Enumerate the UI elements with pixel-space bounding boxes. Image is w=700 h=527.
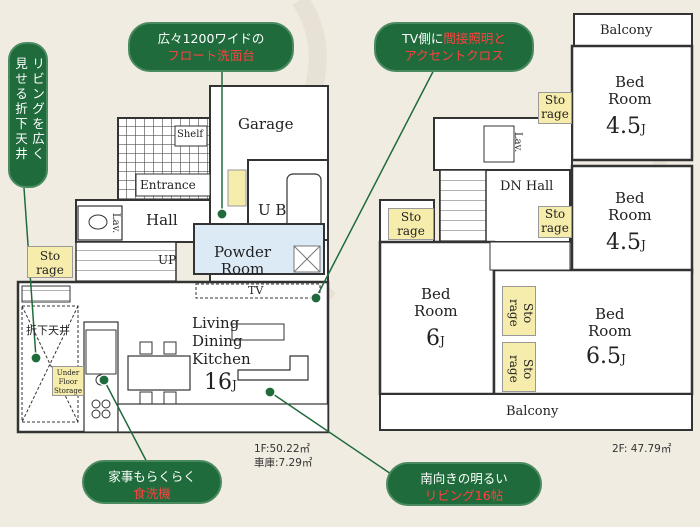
bedroom3-line2: Room bbox=[414, 302, 458, 320]
storage-2f-3-line2: rage bbox=[397, 224, 425, 238]
callout-leaders bbox=[23, 61, 439, 477]
bedroom2-line2: Room bbox=[608, 206, 652, 224]
callout-living-line1: 南向きの明るい bbox=[420, 471, 508, 486]
ldk-size: 16J bbox=[204, 370, 237, 395]
callout-dots bbox=[30, 208, 322, 398]
bedroom1-unit: J bbox=[641, 122, 646, 136]
callout-tv-line1-b: 間接照明と bbox=[443, 31, 506, 46]
powder-line1: Powder bbox=[214, 243, 272, 261]
tv-label: TV bbox=[248, 284, 264, 297]
bedroom1-line1: Bed bbox=[615, 73, 645, 91]
callout-living-line2: リビング16帖 bbox=[424, 488, 504, 503]
hall-label-1f: Hall bbox=[146, 211, 178, 229]
callout-float-sink: 広々1200ワイドの フロート洗面台 bbox=[128, 22, 294, 72]
storage-2f-2-line2: rage bbox=[541, 221, 569, 235]
up-label: UP bbox=[158, 253, 177, 267]
lav-label-1f: Lav. bbox=[110, 213, 121, 234]
bedroom4-line2: Room bbox=[588, 322, 632, 340]
storage-2f-5-line2: rage bbox=[507, 355, 521, 383]
hall-label-2f: DN Hall bbox=[500, 179, 554, 194]
storage-2f-5: Sto rage bbox=[502, 342, 536, 392]
storage-2f-1-line1: Sto bbox=[544, 93, 566, 107]
lowered-ceiling-label: 折下天井 bbox=[26, 324, 70, 337]
area-1f: 1F:50.22㎡ bbox=[254, 443, 311, 455]
bedroom1-label: Bed Room bbox=[608, 74, 652, 108]
storage-2f-3-line1: Sto bbox=[400, 210, 422, 224]
bedroom3-size-value: 6 bbox=[426, 326, 440, 351]
ldk-label: Living Dining Kitchen bbox=[192, 314, 251, 368]
bedroom4-unit: J bbox=[621, 352, 626, 366]
balcony-bottom-label: Balcony bbox=[506, 404, 559, 419]
shelf-label: Shelf bbox=[177, 129, 204, 140]
callout-sink-line1: 広々1200ワイドの bbox=[157, 31, 265, 46]
callout-tv-line2: アクセントクロス bbox=[404, 48, 504, 63]
bedroom2-line1: Bed bbox=[615, 189, 645, 207]
underfloor-line1: Under bbox=[56, 369, 80, 377]
storage-2f-5-line1: Sto bbox=[521, 358, 535, 380]
callout-tv-line1-a: TV側に bbox=[402, 31, 444, 46]
callout-tv-line1: TV側に間接照明と bbox=[390, 30, 518, 47]
ldk-line1: Living bbox=[192, 314, 240, 332]
underfloor-line2: Floor bbox=[58, 378, 78, 386]
callout-dishwasher-line2: 食洗機 bbox=[133, 486, 171, 501]
bedroom2-label: Bed Room bbox=[608, 190, 652, 224]
storage-2f-2: Sto rage bbox=[538, 206, 572, 238]
ldk-line2: Dining bbox=[192, 332, 243, 350]
bedroom3-size: 6J bbox=[426, 326, 445, 351]
storage-2f-4-line2: rage bbox=[507, 299, 521, 327]
storage-2f-2-line1: Sto bbox=[544, 207, 566, 221]
storage-2f-4-line1: Sto bbox=[521, 302, 535, 324]
bedroom4-line1: Bed bbox=[595, 305, 625, 323]
callout-lowered-ceiling: リビングを広く 見せる折下天井 bbox=[8, 42, 48, 188]
callout-tv-lighting: TV側に間接照明と アクセントクロス bbox=[374, 22, 534, 72]
storage-2f-1-line2: rage bbox=[541, 107, 569, 121]
callout-ceiling-col2-text: 見せる bbox=[15, 56, 28, 101]
storage-2f-3: Sto rage bbox=[388, 208, 434, 240]
garage-label: Garage bbox=[238, 115, 294, 133]
callout-dishwasher: 家事もらくらく 食洗機 bbox=[82, 460, 222, 504]
entrance-label: Entrance bbox=[140, 178, 196, 192]
bedroom3-unit: J bbox=[440, 334, 445, 348]
callout-ceiling-col2: 見せる折下天井 bbox=[14, 56, 29, 161]
bedroom1-size: 4.5J bbox=[606, 114, 646, 139]
powder-line2: Room bbox=[220, 260, 265, 278]
bedroom4-label: Bed Room bbox=[588, 306, 632, 340]
bedroom3-label: Bed Room bbox=[414, 286, 458, 320]
storage-1f-line1: Sto bbox=[39, 249, 61, 263]
storage-1f: Sto rage bbox=[27, 246, 73, 278]
balcony-top-label: Balcony bbox=[600, 23, 653, 38]
bedroom3-line1: Bed bbox=[421, 285, 451, 303]
storage-1f-line2: rage bbox=[36, 263, 64, 277]
ldk-size-value: 16 bbox=[204, 370, 232, 395]
bedroom1-line2: Room bbox=[608, 90, 652, 108]
bedroom4-size: 6.5J bbox=[586, 344, 626, 369]
ub-label: U B bbox=[258, 201, 287, 219]
callout-ceiling-col1: リビングを広く bbox=[32, 56, 45, 161]
underfloor-storage: Under Floor Storage bbox=[52, 366, 84, 396]
powder-room-label: Powder Room bbox=[214, 244, 271, 278]
bedroom2-size: 4.5J bbox=[606, 230, 646, 255]
underfloor-line3: Storage bbox=[54, 387, 82, 395]
ldk-line3: Kitchen bbox=[192, 350, 251, 368]
storage-2f-4: Sto rage bbox=[502, 286, 536, 336]
bedroom1-size-value: 4.5 bbox=[606, 114, 641, 139]
area-2f: 2F: 47.79㎡ bbox=[612, 443, 672, 455]
callout-dishwasher-line1: 家事もらくらく bbox=[108, 469, 196, 484]
callout-ceiling-col2-red: 折下天井 bbox=[15, 101, 28, 161]
bedroom4-size-value: 6.5 bbox=[586, 344, 621, 369]
lav-label-2f: Lav. bbox=[512, 132, 523, 153]
callout-south-living: 南向きの明るい リビング16帖 bbox=[386, 462, 542, 506]
storage-2f-1: Sto rage bbox=[538, 92, 572, 124]
ldk-size-unit: J bbox=[232, 378, 237, 392]
callout-sink-line2: フロート洗面台 bbox=[167, 48, 255, 63]
bedroom2-unit: J bbox=[641, 238, 646, 252]
area-garage: 車庫:7.29㎡ bbox=[254, 457, 313, 469]
bedroom2-size-value: 4.5 bbox=[606, 230, 641, 255]
